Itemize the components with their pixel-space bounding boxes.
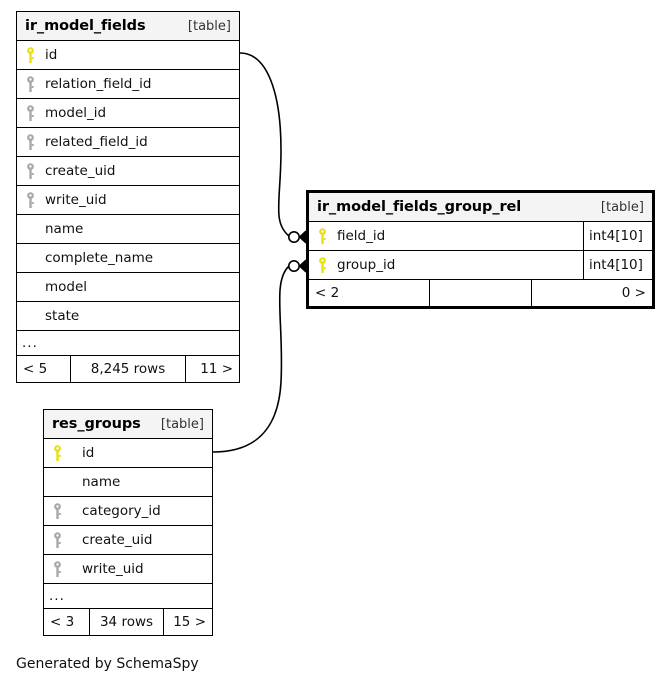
table-type-tag: [table] xyxy=(187,18,231,34)
table-row[interactable]: create_uid xyxy=(17,157,239,186)
table-row[interactable]: write_uid xyxy=(17,186,239,215)
primary-key-icon xyxy=(17,46,43,64)
table-row[interactable]: state xyxy=(17,302,239,331)
column-name: category_id xyxy=(82,503,161,519)
footer-parent-count[interactable]: < 5 xyxy=(23,361,48,377)
table-header-ir_model_fields: ir_model_fields [table] xyxy=(17,12,239,41)
column-name: create_uid xyxy=(45,163,116,179)
column-name: model_id xyxy=(45,105,107,121)
table-footer: < 5 8,245 rows 11 > xyxy=(17,356,239,382)
column-type: int4[10] xyxy=(583,251,652,279)
table-header-ir_model_fields_group_rel: ir_model_fields_group_rel [table] xyxy=(309,193,652,222)
table-row[interactable]: relation_field_id xyxy=(17,70,239,99)
foreign-key-icon xyxy=(44,502,70,520)
column-name: group_id xyxy=(337,257,396,273)
table-footer: < 3 34 rows 15 > xyxy=(44,609,212,635)
table-title: ir_model_fields xyxy=(25,18,146,34)
column-name: complete_name xyxy=(45,250,154,266)
footer-child-count[interactable]: 11 > xyxy=(200,361,233,377)
table-row[interactable]: related_field_id xyxy=(17,128,239,157)
table-row[interactable]: write_uid xyxy=(44,555,212,584)
more-columns-indicator: ... xyxy=(44,584,212,609)
column-name: state xyxy=(45,308,80,324)
table-type-tag: [table] xyxy=(160,416,204,432)
foreign-key-icon xyxy=(17,104,43,122)
primary-key-icon xyxy=(44,444,70,462)
generated-by-label: Generated by SchemaSpy xyxy=(16,656,199,672)
footer-child-count[interactable]: 15 > xyxy=(173,614,206,630)
table-row[interactable]: id xyxy=(17,41,239,70)
table-row[interactable]: create_uid xyxy=(44,526,212,555)
table-header-res_groups: res_groups [table] xyxy=(44,410,212,439)
footer-child-count[interactable]: 0 > xyxy=(621,285,646,301)
column-name: field_id xyxy=(337,228,386,244)
table-row[interactable]: name xyxy=(44,468,212,497)
table-row[interactable]: model_id xyxy=(17,99,239,128)
table-row[interactable]: group_id int4[10] xyxy=(309,251,652,280)
table-row[interactable]: id xyxy=(44,439,212,468)
footer-row-count xyxy=(429,280,532,306)
primary-key-icon xyxy=(309,227,335,245)
column-name: relation_field_id xyxy=(45,76,152,92)
primary-key-icon xyxy=(309,256,335,274)
column-name: related_field_id xyxy=(45,134,148,150)
column-name: write_uid xyxy=(82,561,144,577)
column-name: model xyxy=(45,279,88,295)
footer-row-count: 34 rows xyxy=(89,609,164,635)
table-type-tag: [table] xyxy=(600,199,644,215)
foreign-key-icon xyxy=(44,560,70,578)
table-row[interactable]: category_id xyxy=(44,497,212,526)
table-row[interactable]: field_id int4[10] xyxy=(309,222,652,251)
table-row[interactable]: name xyxy=(17,215,239,244)
column-name: id xyxy=(82,445,95,461)
foreign-key-icon xyxy=(17,133,43,151)
relationship-edge-ir_model_fields-to-ir_model_fields_group_rel xyxy=(239,52,307,244)
table-row[interactable]: model xyxy=(17,273,239,302)
foreign-key-icon xyxy=(17,75,43,93)
foreign-key-icon xyxy=(17,191,43,209)
column-name: name xyxy=(82,474,121,490)
footer-parent-count[interactable]: < 2 xyxy=(315,285,340,301)
column-name: write_uid xyxy=(45,192,107,208)
table-row[interactable]: complete_name xyxy=(17,244,239,273)
table-ir_model_fields[interactable]: ir_model_fields [table] id relation_fiel… xyxy=(16,11,240,383)
column-name: id xyxy=(45,47,58,63)
foreign-key-icon xyxy=(17,162,43,180)
more-columns-indicator: ... xyxy=(17,331,239,356)
table-res_groups[interactable]: res_groups [table] id name category_id c… xyxy=(43,409,213,636)
table-ir_model_fields_group_rel[interactable]: ir_model_fields_group_rel [table] field_… xyxy=(306,190,655,309)
column-type: int4[10] xyxy=(583,222,652,250)
column-name: name xyxy=(45,221,84,237)
table-title: ir_model_fields_group_rel xyxy=(317,199,522,215)
footer-parent-count[interactable]: < 3 xyxy=(50,614,75,630)
table-title: res_groups xyxy=(52,416,141,432)
foreign-key-icon xyxy=(44,531,70,549)
column-name: create_uid xyxy=(82,532,153,548)
footer-row-count: 8,245 rows xyxy=(70,356,186,382)
table-footer: < 2 0 > xyxy=(309,280,652,306)
